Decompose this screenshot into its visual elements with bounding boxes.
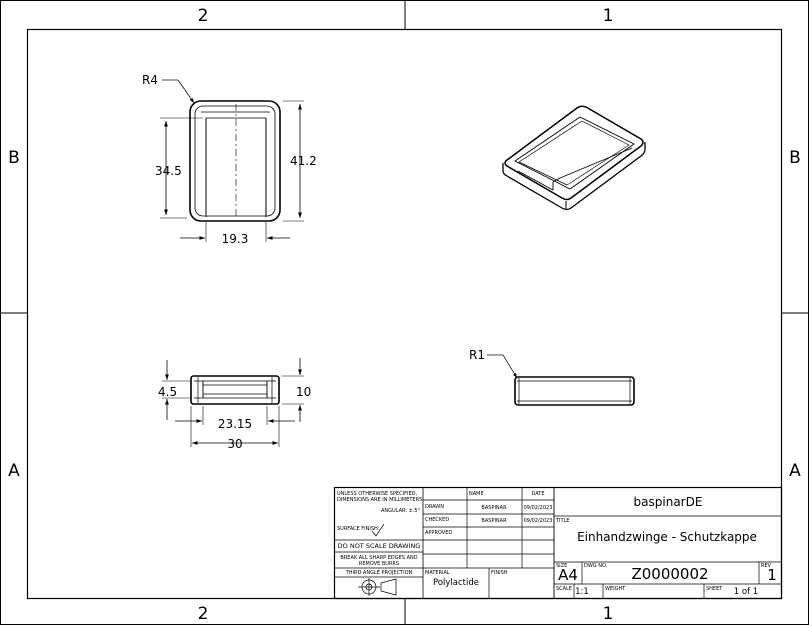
dim-side-outer-width: 30: [227, 437, 242, 451]
zone-left-a: A: [8, 461, 20, 481]
zone-right-b: B: [789, 148, 801, 168]
front-view-dimensions: 41.2 34.5 19.3 R4: [142, 73, 317, 246]
scale-value: 1:1: [575, 587, 589, 597]
title-label: TITLE: [555, 518, 570, 524]
right-side-view: [487, 354, 635, 406]
checked-date: 09/02/2023: [524, 518, 553, 524]
dwg-no-label: DWG NO.: [584, 563, 608, 569]
dwg-no-value: Z0000002: [631, 565, 708, 583]
material-label: MATERIAL: [425, 570, 450, 576]
zone-right-a: A: [789, 461, 801, 481]
sheet-value: 1 of 1: [734, 587, 758, 597]
drawn-name: BASPINAR: [481, 505, 507, 511]
zone-top-2: 2: [198, 6, 209, 26]
title-block-text: UNLESS OTHERWISE SPECIFIED, DIMENSIONS A…: [337, 491, 777, 597]
drawing-title: Einhandzwinge - Schutzkappe: [577, 530, 757, 544]
front-view: [160, 79, 304, 242]
company-name: baspinarDE: [634, 495, 703, 509]
side-view: [162, 358, 304, 447]
header-date: DATE: [531, 491, 544, 497]
checked-name: BASPINAR: [481, 518, 507, 524]
tolerance-note-2: DIMENSIONS ARE IN MILLIMETERS: [337, 497, 422, 503]
dim-side-wall: 4.5: [158, 385, 177, 399]
zone-bottom-2: 2: [198, 604, 209, 624]
title-block: [333, 486, 783, 600]
zone-labels: 2 1 2 1 B A B A: [8, 6, 801, 624]
dim-side-height: 10: [296, 385, 311, 399]
break-edges-line-1: BREAK ALL SHARP EDGES AND: [340, 555, 417, 561]
rev-value: 1: [767, 566, 777, 584]
weight-label: WEIGHT: [605, 586, 626, 592]
projection-label: THIRD ANGLE PROJECTION: [345, 570, 413, 576]
break-edges-line-2: REMOVE BURRS: [359, 561, 399, 567]
material-value: Polylactide: [433, 578, 479, 588]
surface-finish-label: SURFACE FINISH:: [337, 526, 380, 532]
do-not-scale-label: DO NOT SCALE DRAWING: [338, 542, 421, 550]
sheet-label: SHEET: [706, 586, 723, 592]
dim-front-width: 19.3: [222, 232, 249, 246]
scale-label: SCALE: [556, 586, 572, 592]
surface-finish-symbol: [371, 523, 385, 537]
drawn-label: DRAWN: [425, 504, 444, 510]
finish-label: FINISH: [491, 570, 508, 576]
dim-edge-radius: R1: [469, 348, 485, 362]
drawn-date: 09/02/2023: [524, 505, 553, 511]
angular-note: ANGULAR: ±.5°: [381, 508, 421, 514]
size-label: SIZE: [556, 563, 567, 569]
zone-bottom-1: 1: [603, 604, 614, 624]
dim-front-height-inner: 34.5: [155, 164, 182, 178]
projection-symbol: [358, 578, 397, 596]
dim-front-height-outer: 41.2: [290, 154, 317, 168]
side-view-dimensions: 10 4.5 23.15 30: [158, 385, 311, 451]
zone-top-1: 1: [603, 6, 614, 26]
dim-side-inner-width: 23.15: [218, 417, 252, 431]
zone-left-b: B: [8, 148, 20, 168]
header-name: NAME: [469, 491, 484, 497]
checked-label: CHECKED: [425, 517, 449, 523]
approved-label: APPROVED: [425, 530, 452, 536]
size-value: A4: [558, 566, 578, 584]
isometric-view: [502, 105, 646, 211]
rev-label: REV: [761, 563, 772, 569]
tolerance-note-1: UNLESS OTHERWISE SPECIFIED,: [337, 491, 417, 497]
dim-front-radius: R4: [142, 73, 158, 87]
